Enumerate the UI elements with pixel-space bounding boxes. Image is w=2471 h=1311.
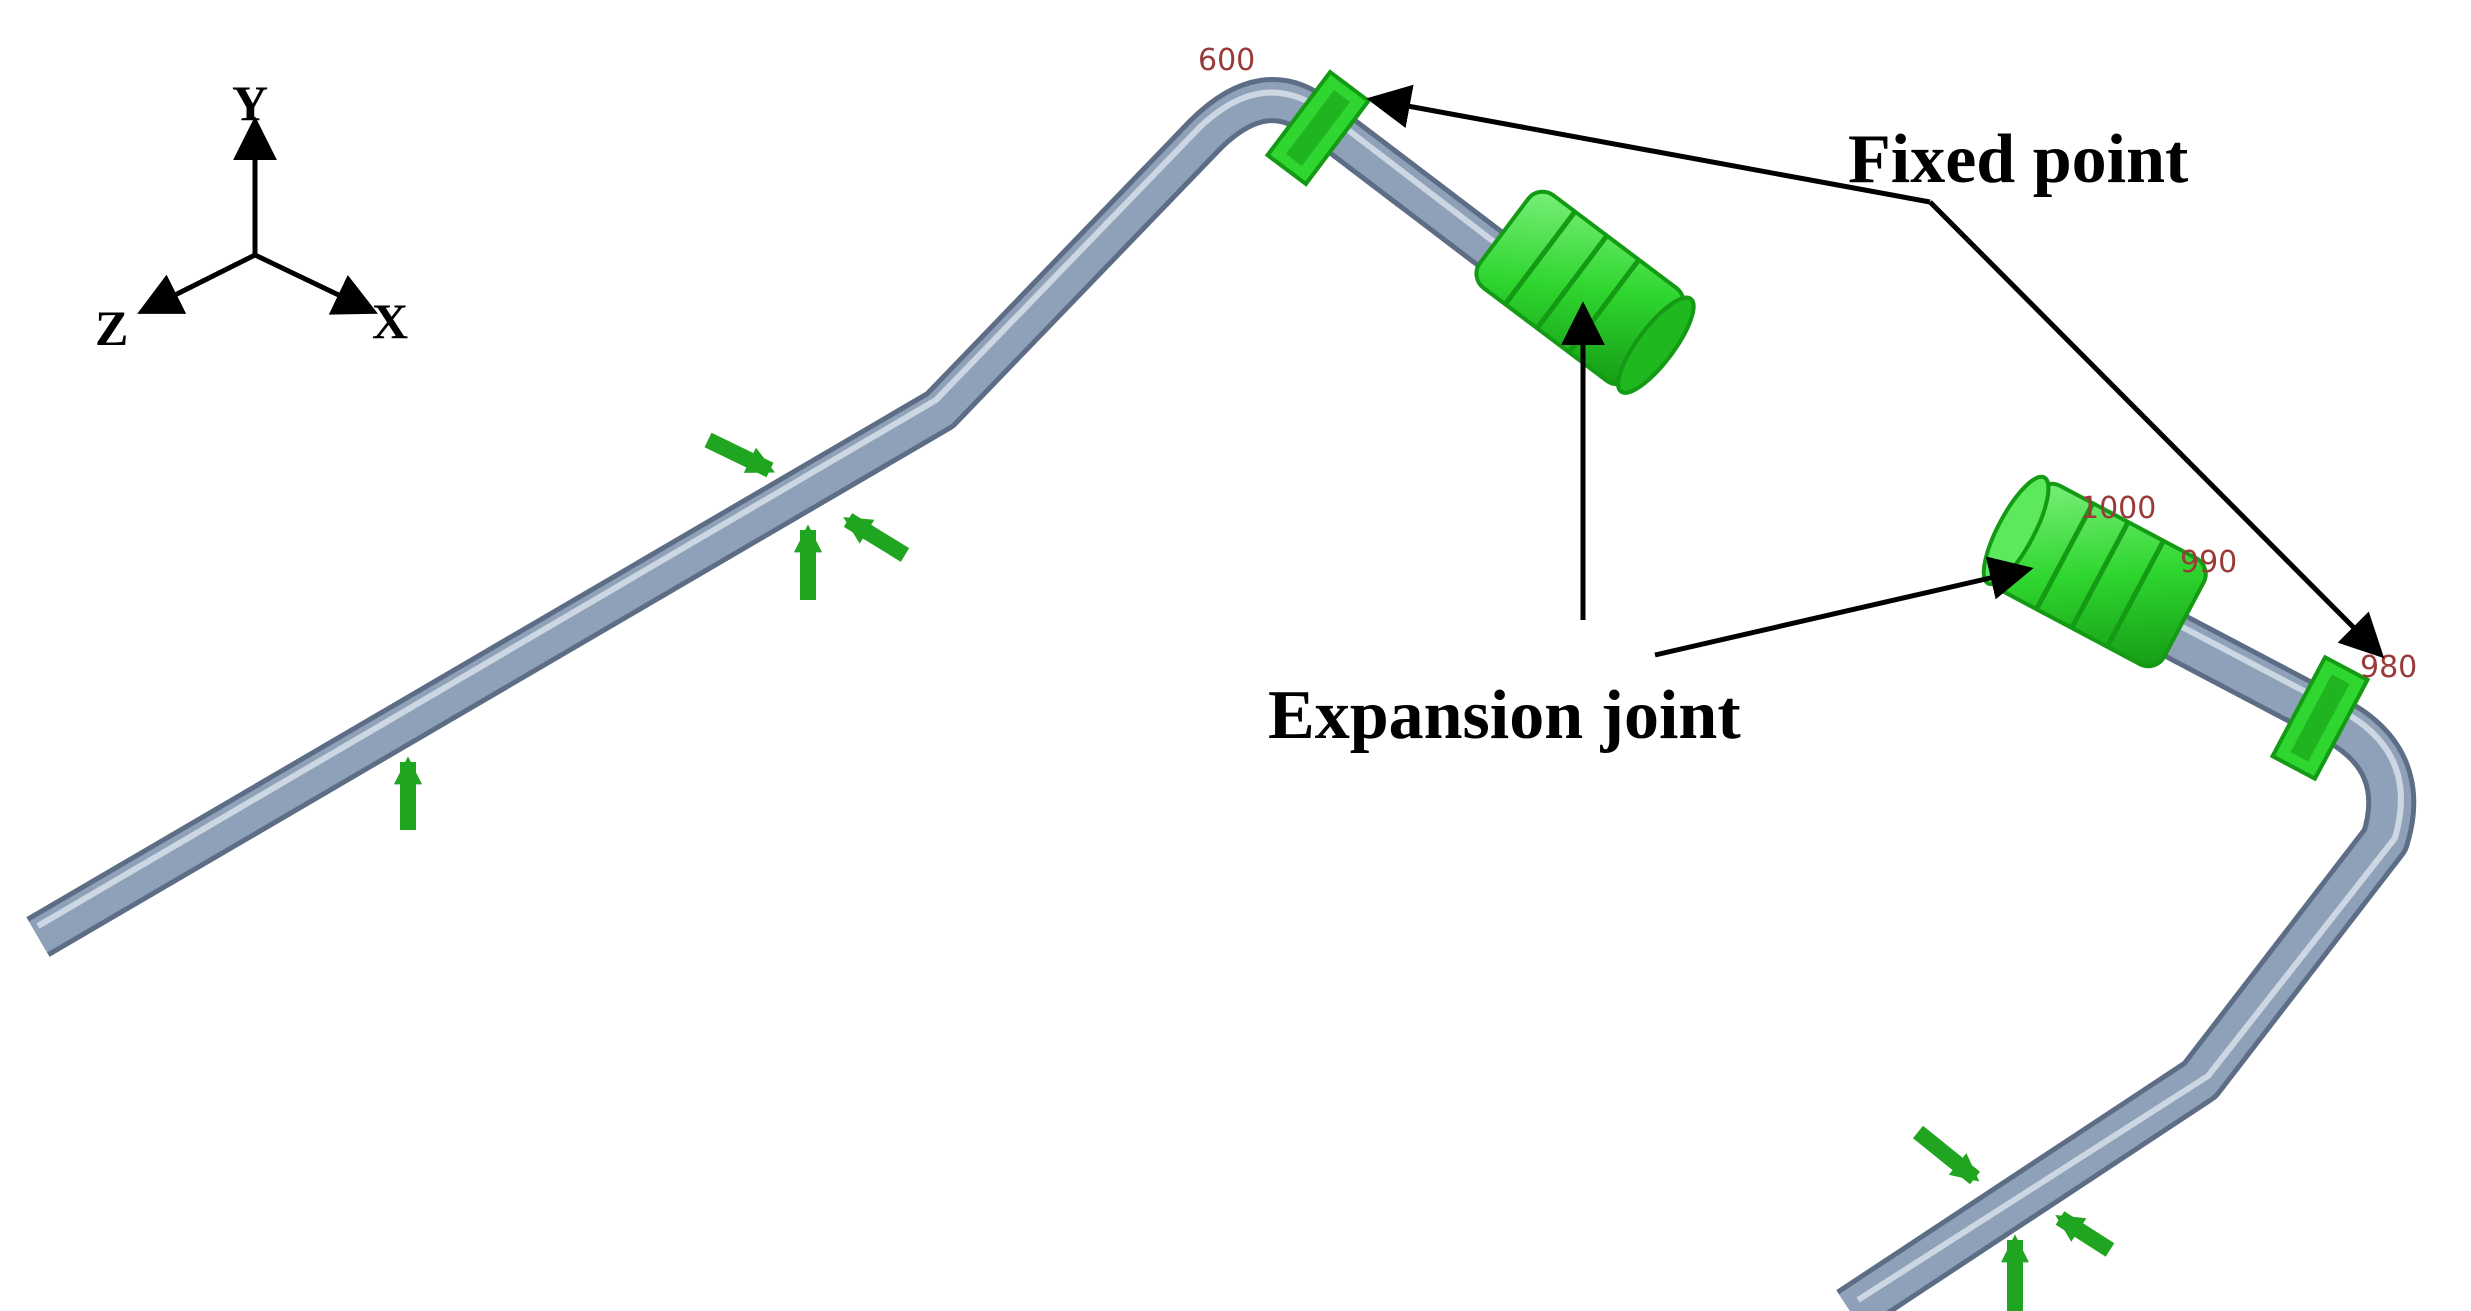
pipe-run-right — [1836, 547, 2417, 1311]
anchor-980 — [2269, 654, 2371, 782]
node-label-990: 990 — [2180, 545, 2237, 580]
support-arrow — [2055, 1211, 2115, 1257]
leader-arrow — [1366, 84, 1931, 205]
support-arrows — [394, 432, 2115, 1311]
axis-label-x: X — [372, 293, 408, 349]
support-arrow — [843, 513, 910, 562]
anchor-600 — [1264, 69, 1372, 187]
support-arrow — [1912, 1125, 1981, 1185]
fixed-point-label: Fixed point — [1848, 121, 2188, 198]
axis-label-y: Y — [232, 75, 268, 131]
support-arrow — [704, 432, 776, 478]
callout-expansion-joint: Expansion joint — [1268, 301, 2034, 754]
callout-fixed-point: Fixed point — [1366, 84, 2385, 659]
expansion-joint-left — [1474, 189, 1696, 395]
node-label-600: 600 — [1198, 43, 1255, 78]
node-label-980: 980 — [2360, 650, 2417, 685]
leader-arrow — [1928, 200, 2385, 659]
axis-triad: Y X Z — [95, 75, 408, 356]
leader-arrow — [1654, 556, 2034, 658]
pipe-run-left — [26, 77, 1532, 957]
node-label-1000: 1000 — [2080, 491, 2156, 526]
expansion-joint-label: Expansion joint — [1268, 677, 1741, 754]
axis-label-z: Z — [95, 300, 128, 356]
